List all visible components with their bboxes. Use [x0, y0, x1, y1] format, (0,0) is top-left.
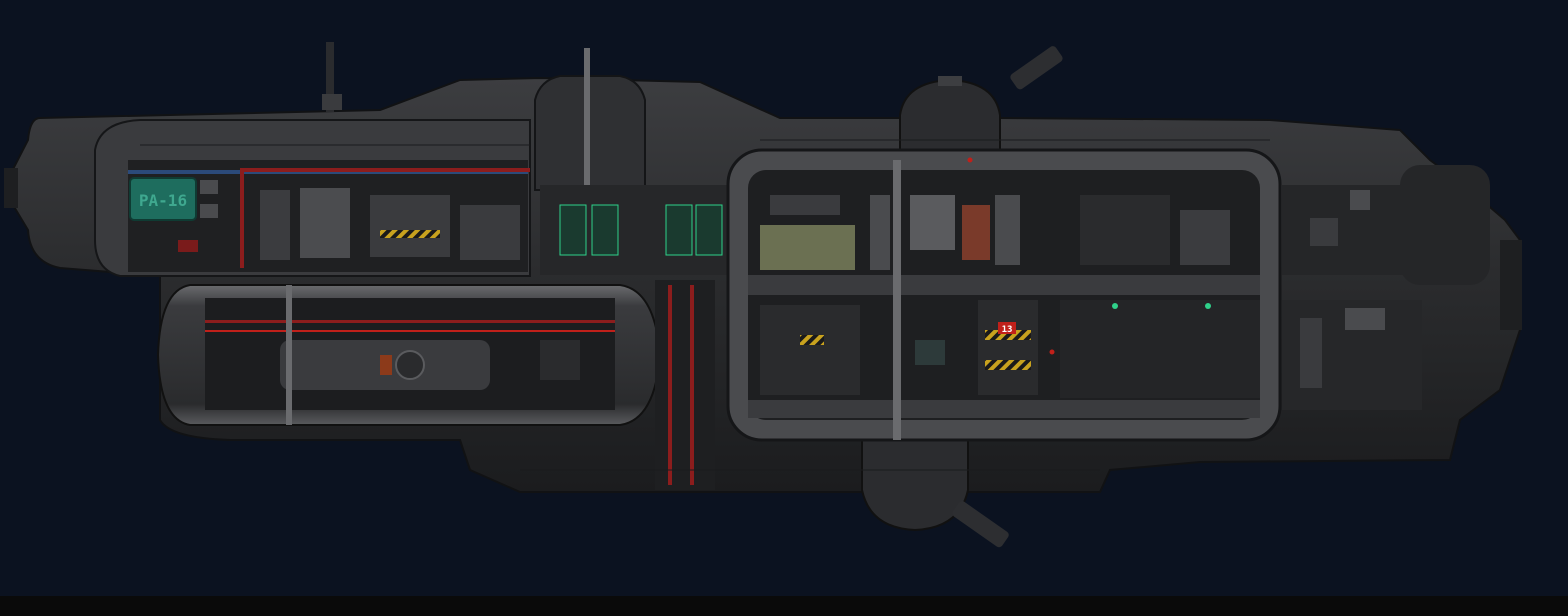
engine-tank — [156, 284, 662, 426]
midship-section — [540, 185, 740, 490]
hatch-marker: 13 — [998, 322, 1016, 335]
hatch-number-label: 13 — [1002, 325, 1013, 335]
bow-sign-label: PA-16 — [139, 191, 187, 210]
bow-sign: PA-16 — [129, 177, 197, 221]
aft-machinery — [760, 195, 1260, 398]
bow-equipment — [178, 180, 520, 260]
stern-section — [1282, 185, 1422, 410]
status-lights — [967, 157, 1211, 355]
lower-docking-pod — [861, 429, 1009, 548]
hull-seams — [140, 139, 1270, 471]
bottom-bar — [0, 596, 1568, 616]
periscope — [322, 42, 342, 112]
conning-tower — [534, 48, 646, 191]
